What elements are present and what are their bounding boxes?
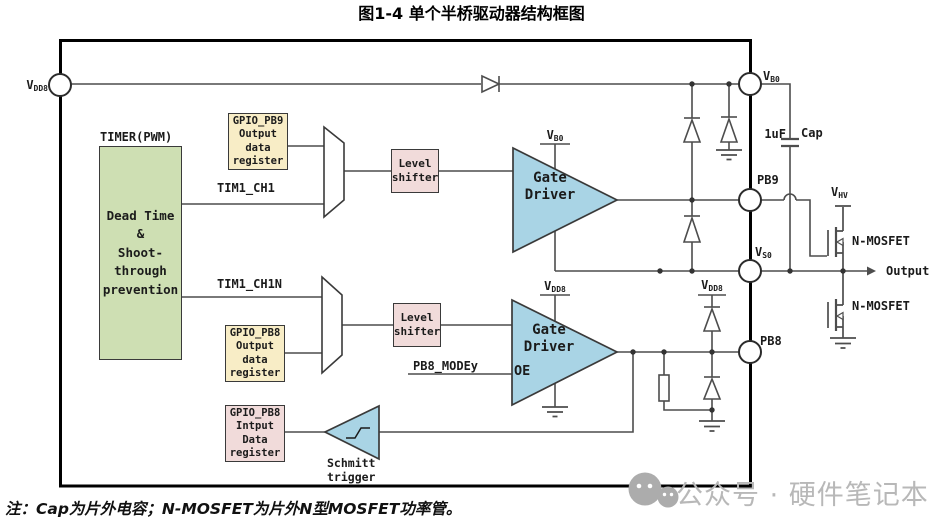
bootstrap-capacitor-icon (781, 137, 799, 148)
mux1-icon (323, 125, 345, 219)
clamp-supply-label: VDD8 (701, 278, 723, 293)
output-label: Output (886, 264, 930, 278)
wire-vs0-row (554, 231, 739, 272)
hysteresis-glyph (346, 427, 370, 439)
schmitt-trigger-icon (323, 404, 380, 461)
ground-icon (830, 337, 856, 349)
bootstrap-diode-icon (481, 74, 501, 94)
nmosfet-high-label: N-MOSFET (852, 234, 910, 248)
vhv-label: VHV (831, 185, 848, 200)
gd1-supply-label: VB0 (546, 128, 564, 143)
schmitt-label: Schmitt trigger (327, 456, 376, 484)
output-arrow-icon (867, 266, 876, 276)
pulldown-resistor-icon (658, 374, 670, 402)
wire-channel1 (182, 145, 513, 205)
wires (71, 83, 867, 433)
cap-name-label: Cap (801, 126, 823, 140)
tim1-ch1n-label: TIM1_CH1N (217, 277, 283, 291)
pin-pb9 (738, 188, 762, 212)
nmosfet-low-icon (827, 271, 844, 338)
nmosfet-high-icon (827, 205, 851, 271)
cap-value-label: 1uF (764, 127, 786, 141)
ground-icon (699, 420, 725, 432)
nmosfet-low-label: N-MOSFET (852, 299, 910, 313)
wire-clamp-column-3 (698, 294, 726, 421)
pin-vs0 (738, 259, 762, 283)
figure-title: 图1-4 单个半桥驱动器结构框图 (358, 4, 585, 23)
pin-label-vdd8: VDD8 (26, 78, 48, 93)
wire-schmitt-in (379, 352, 634, 433)
wire-resistor-leads (663, 352, 712, 411)
wire-gd1-supply (540, 143, 570, 169)
pin-label-vb0: VB0 (763, 69, 780, 84)
clamp-diode-icon (719, 116, 739, 143)
ground-symbols (542, 149, 856, 432)
wire-cap-leads (761, 83, 791, 271)
timer-label: TIMER(PWM) (100, 130, 173, 144)
oe-label: OE (514, 363, 531, 379)
pin-label-pb9: PB9 (757, 173, 779, 187)
pin-pb8 (738, 340, 762, 364)
clamp-diode-icon (682, 117, 702, 143)
clamp-diode-icon (682, 215, 702, 243)
diodes (481, 74, 739, 400)
wire-gd2-supply (540, 294, 570, 321)
clamp-diode-icon (702, 306, 722, 332)
io-pins (48, 72, 762, 364)
clamp-diode-icon (702, 376, 722, 400)
gate-driver-high-triangle (512, 146, 619, 254)
mux2-icon (321, 275, 343, 375)
pb8-modey-label: PB8_MODEy (413, 359, 479, 373)
pin-label-pb8: PB8 (760, 334, 782, 348)
junction-dots (630, 81, 846, 413)
ground-icon (542, 406, 568, 418)
tim1-ch1-label: TIM1_CH1 (217, 181, 275, 195)
pin-vdd8 (48, 73, 72, 97)
watermark-text: 公众号 · 硬件笔记本 (676, 480, 929, 511)
pin-vb0 (738, 72, 762, 96)
wire-channel2 (182, 296, 512, 354)
footnote: 注：Cap为片外电容；N-MOSFET为片外N型MOSFET功率管。 (5, 500, 462, 518)
pin-label-vs0: VS0 (755, 245, 772, 260)
gate-driver-low-triangle (511, 298, 619, 407)
gd2-supply-label: VDD8 (544, 279, 566, 294)
wire-pb9-to-gate (761, 199, 827, 257)
wechat-icon (628, 472, 679, 508)
ground-icon (716, 149, 742, 161)
